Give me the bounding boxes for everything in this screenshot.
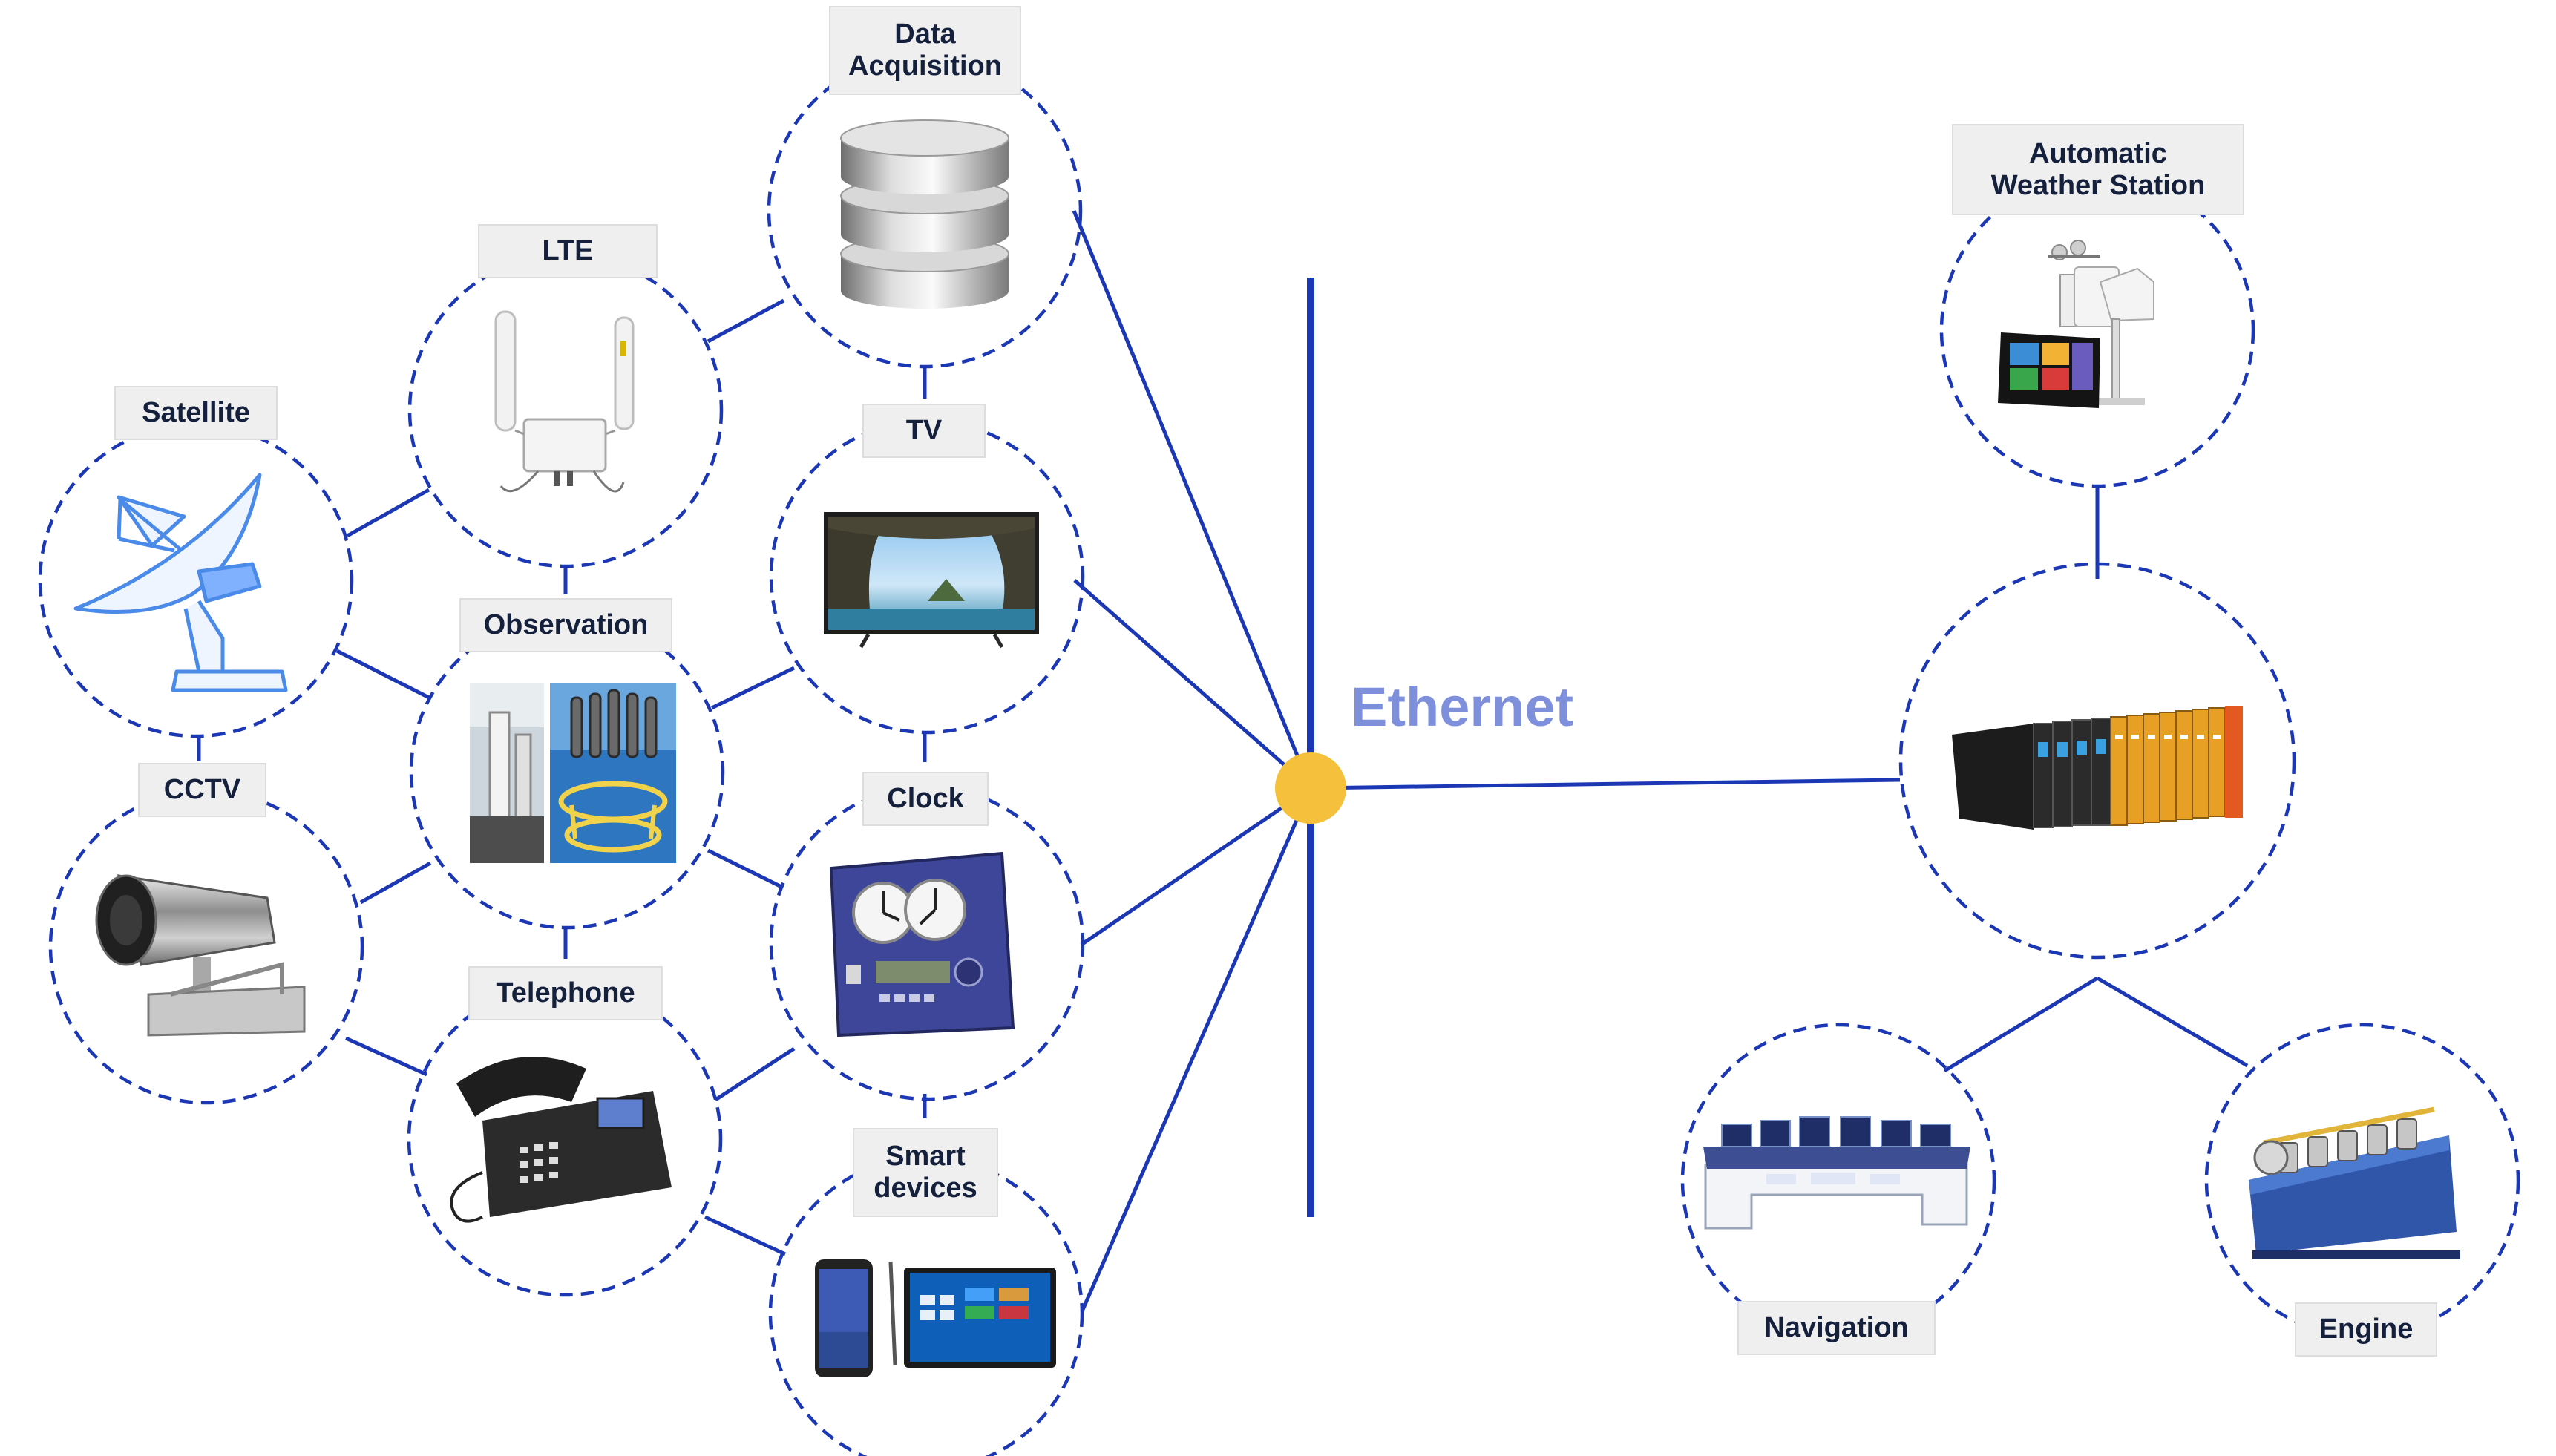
label-weather-station: Automatic Weather Station <box>1952 124 2244 215</box>
ethernet-hub-node[interactable] <box>1275 752 1346 824</box>
label-clock: Clock <box>862 772 989 826</box>
circle-lte <box>407 252 724 568</box>
circle-io-module <box>1898 562 2296 960</box>
antenna-router-icon <box>494 310 635 493</box>
label-satellite: Satellite <box>114 386 278 440</box>
label-smart-devices: Smart devices <box>853 1128 998 1217</box>
ocean-instrument-photo <box>470 683 676 863</box>
label-lte: LTE <box>478 224 658 278</box>
label-cctv: CCTV <box>138 763 266 817</box>
label-observation: Observation <box>459 598 672 652</box>
label-telephone: Telephone <box>468 966 663 1020</box>
marine-engine-icon <box>2249 1106 2460 1259</box>
satellite-dish-icon <box>73 473 288 692</box>
label-navigation: Navigation <box>1737 1301 1936 1355</box>
ship-clock-panel-icon <box>829 851 1015 1037</box>
television-icon <box>824 512 1039 649</box>
label-tv: TV <box>862 404 986 458</box>
circle-weather-station <box>1939 172 2255 488</box>
security-camera-icon <box>95 874 306 1037</box>
label-engine: Engine <box>2295 1302 2437 1357</box>
connector-lines <box>197 210 2249 1313</box>
ethernet-label: Ethernet <box>1351 676 1574 738</box>
database-icon <box>840 119 1009 309</box>
weather-station-icon <box>1998 240 2154 408</box>
label-data-acquisition: Data Acquisition <box>829 6 1021 95</box>
io-module-rack-icon <box>1952 706 2243 830</box>
desk-telephone-icon <box>450 1057 672 1223</box>
bridge-console-icon <box>1703 1116 1970 1230</box>
phone-tablet-icon <box>815 1259 1056 1377</box>
